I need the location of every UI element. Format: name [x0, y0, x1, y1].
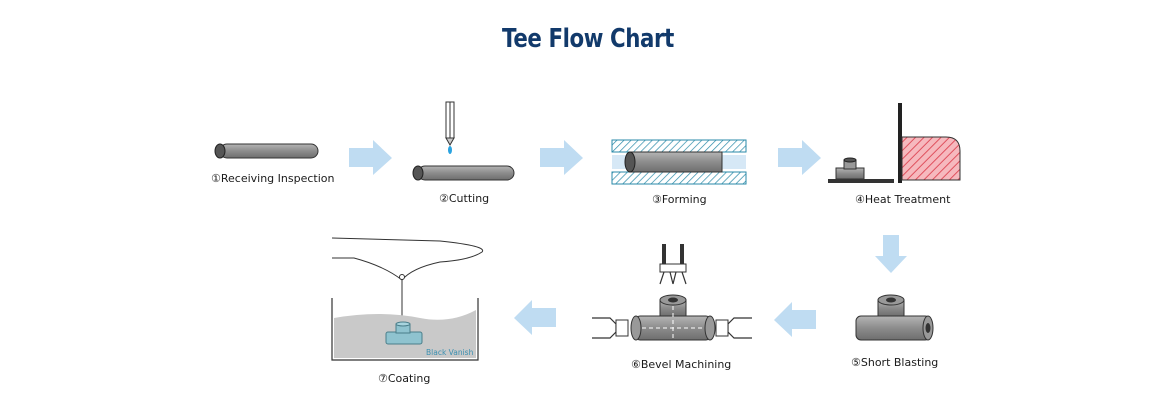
step4-heat-treatment-illustration	[828, 103, 961, 183]
flow-arrow-right-icon	[349, 140, 392, 175]
step-label-bevel-machining: ⑥Bevel Machining	[631, 358, 732, 371]
page-title: Tee Flow Chart	[502, 24, 674, 54]
step-label-cutting: ②Cutting	[439, 192, 490, 205]
flow-arrow-left-icon	[774, 302, 816, 337]
step5-tee-illustration	[855, 294, 934, 341]
flow-arrow-right-icon	[778, 140, 821, 175]
step-label-short-blasting: ⑤Short Blasting	[851, 356, 939, 369]
step1-pipe-illustration	[214, 143, 319, 159]
flow-arrow-right-icon	[540, 140, 583, 175]
step-label-heat-treatment: ④Heat Treatment	[855, 193, 951, 206]
step-label-receiving-inspection: ①Receiving Inspection	[211, 172, 335, 185]
flow-arrow-left-icon	[514, 300, 556, 335]
step3-forming-illustration	[611, 139, 747, 185]
tank-label: Black Vanish	[426, 348, 474, 357]
step-label-forming: ③Forming	[652, 193, 707, 206]
step6-bevel-machining-illustration	[592, 244, 752, 341]
step2-cutting-illustration	[412, 101, 515, 181]
step7-coating-illustration: Black Vanish	[331, 237, 484, 361]
flow-arrow-down-icon	[875, 235, 907, 273]
step-label-coating: ⑦Coating	[378, 372, 431, 385]
